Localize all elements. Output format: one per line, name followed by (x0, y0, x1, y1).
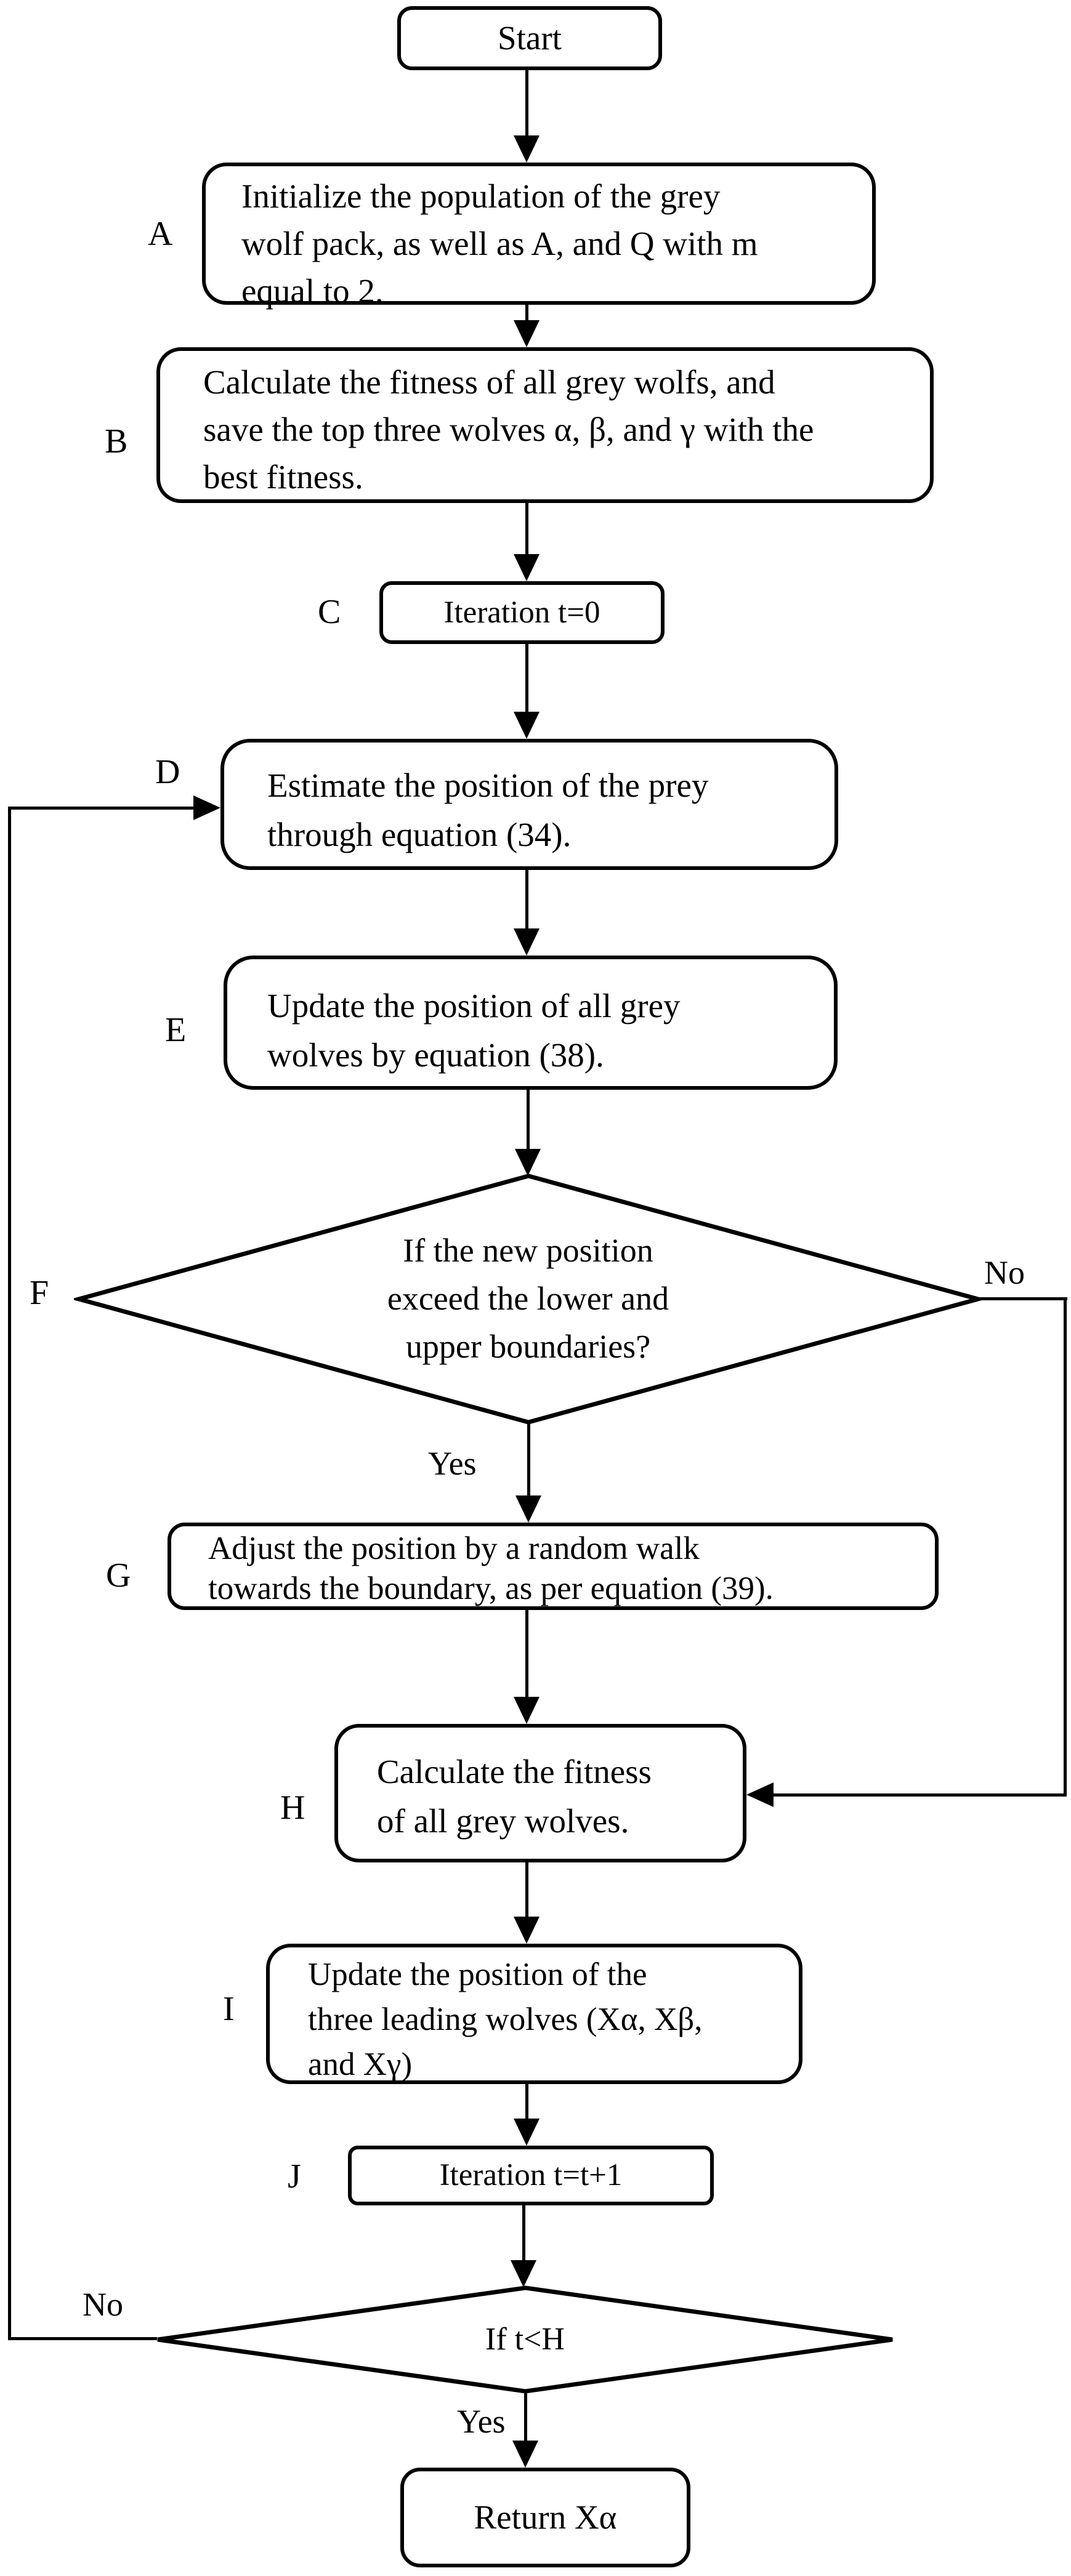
node-k-text: If t<H (485, 2322, 565, 2357)
node-c-text: Iteration t=0 (443, 595, 600, 630)
edge-k-return-arrowhead (512, 2441, 538, 2468)
node-i-box: Update the position of the three leading… (266, 1944, 802, 2084)
edge-h-i-arrowhead (514, 1917, 540, 1944)
node-c-letter: C (318, 593, 341, 631)
node-b-box: Calculate the fitness of all grey wolfs,… (156, 347, 934, 503)
edge-g-h-arrowhead (514, 1697, 540, 1724)
edge-f-no-line-1 (978, 1297, 1067, 1300)
node-start: Start (397, 6, 662, 70)
edge-f-g-line (527, 1422, 530, 1497)
edge-k-no-line-2 (8, 807, 11, 2340)
edge-e-f-line (527, 1090, 530, 1151)
edge-f-g-arrowhead (515, 1495, 541, 1523)
node-return: Return Xα (400, 2468, 690, 2567)
edge-k-yes-label: Yes (457, 2403, 506, 2440)
node-return-text: Return Xα (474, 2498, 617, 2536)
node-a-letter: A (148, 215, 173, 253)
edge-f-no-line-3 (772, 1793, 1067, 1797)
node-i-text: Update the position of the three leading… (308, 1957, 703, 2082)
node-b-letter: B (105, 422, 128, 461)
edge-k-no-arrowhead (193, 795, 220, 820)
node-g-box: Adjust the position by a random walk tow… (168, 1523, 939, 1610)
node-start-text: Start (498, 19, 562, 57)
node-f-text: If the new position exceed the lower and… (387, 1232, 669, 1365)
edge-k-no-label: No (83, 2286, 123, 2323)
node-k-diamond-shape (157, 2285, 893, 2394)
edge-f-no-arrowhead (746, 1782, 774, 1807)
node-g-letter: G (106, 1556, 131, 1595)
edge-start-a-arrowhead (514, 135, 540, 163)
edge-k-no-line-1 (9, 2337, 157, 2340)
edge-c-d-arrowhead (514, 712, 540, 739)
node-d-text: Estimate the position of the prey throug… (267, 767, 709, 853)
node-a-box: Initialize the population of the grey wo… (202, 163, 876, 310)
node-h-text: Calculate the fitness of all grey wolves… (377, 1753, 652, 1840)
node-j-box: Iteration t=t+1 (348, 2146, 714, 2205)
node-e-text: Update the position of all grey wolves b… (267, 987, 681, 1074)
node-c-box: Iteration t=0 (379, 581, 665, 644)
edge-d-e-line (525, 870, 528, 930)
edge-f-no-line-2 (1064, 1297, 1067, 1797)
edge-h-i-line (525, 1862, 528, 1918)
node-e-box: Update the position of all grey wolves b… (224, 956, 838, 1090)
node-f-letter: F (30, 1274, 49, 1312)
node-f-diamond: If the new position exceed the lower and… (74, 1170, 982, 1428)
edge-f-yes-label: Yes (428, 1445, 477, 1482)
node-h-box: Calculate the fitness of all grey wolves… (334, 1724, 746, 1862)
node-d-letter: D (155, 753, 180, 791)
edge-c-d-line (525, 644, 528, 713)
node-a-text: Initialize the population of the grey wo… (241, 177, 758, 310)
node-k-diamond: If t<H (154, 2284, 896, 2395)
edge-a-b-line (525, 305, 528, 323)
edge-k-no-line-3 (9, 807, 194, 810)
node-e-letter: E (165, 1011, 187, 1049)
node-i-letter: I (223, 1990, 235, 2028)
node-b-text: Calculate the fitness of all grey wolfs,… (203, 363, 814, 496)
edge-a-b-arrowhead (514, 320, 540, 347)
node-g-text: Adjust the position by a random walk tow… (208, 1531, 774, 1606)
edge-start-a-line (525, 70, 528, 137)
edge-j-k-arrowhead (511, 2260, 536, 2287)
edge-d-e-arrowhead (514, 928, 540, 956)
node-j-text: Iteration t=t+1 (439, 2158, 623, 2192)
edge-g-h-line (525, 1610, 528, 1698)
edge-i-j-line (525, 2084, 528, 2120)
node-h-letter: H (280, 1789, 305, 1827)
edge-b-c-line (525, 503, 528, 555)
node-d-box: Estimate the position of the prey throug… (220, 739, 838, 870)
edge-k-return-line (524, 2392, 527, 2442)
edge-b-c-arrowhead (514, 554, 540, 581)
edge-f-no-label: No (984, 1254, 1025, 1291)
edge-e-f-arrowhead (515, 1149, 541, 1176)
edge-i-j-arrowhead (514, 2119, 540, 2146)
edge-j-k-line (522, 2205, 525, 2262)
node-j-letter: J (288, 2157, 301, 2196)
